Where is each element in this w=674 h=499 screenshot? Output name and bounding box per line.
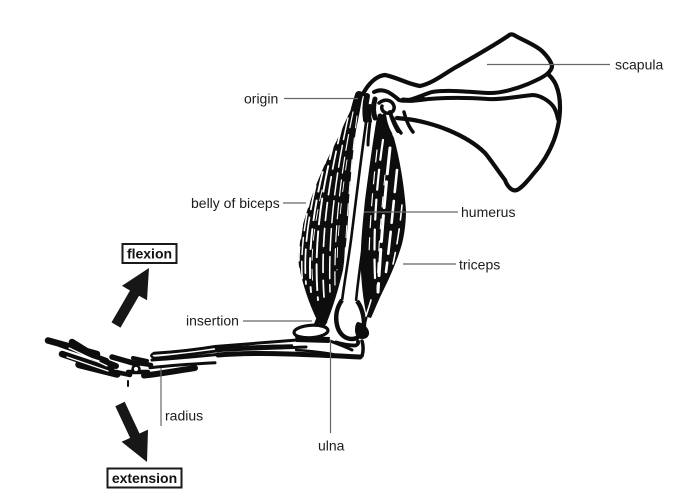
- svg-text:triceps: triceps: [459, 257, 500, 273]
- svg-text:scapula: scapula: [615, 57, 663, 73]
- svg-text:extension: extension: [112, 470, 177, 486]
- svg-text:flexion: flexion: [127, 246, 172, 262]
- svg-text:origin: origin: [244, 91, 278, 107]
- svg-text:insertion: insertion: [186, 313, 239, 329]
- svg-text:radius: radius: [165, 408, 203, 424]
- svg-text:belly of biceps: belly of biceps: [191, 195, 280, 211]
- svg-text:humerus: humerus: [461, 204, 515, 220]
- svg-text:ulna: ulna: [318, 438, 345, 454]
